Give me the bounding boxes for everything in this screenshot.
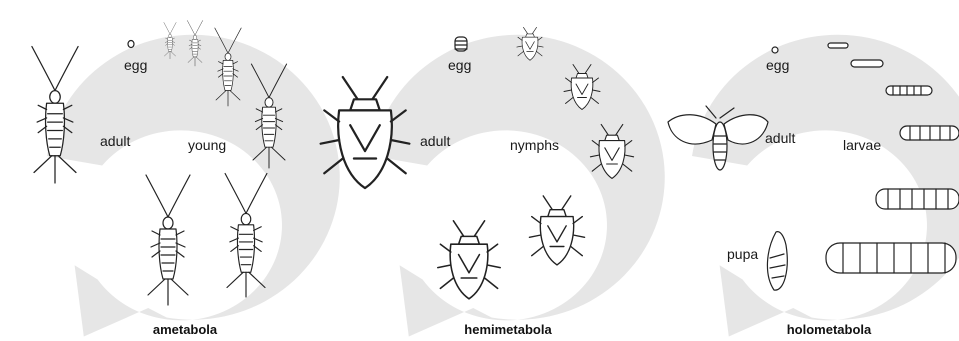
panel-caption: hemimetabola — [464, 322, 552, 337]
larva-6 — [826, 243, 956, 273]
larva-3 — [886, 86, 932, 95]
nymphs-label: nymphs — [510, 137, 559, 153]
egg-label: egg — [124, 57, 147, 73]
egg-illustration — [455, 37, 467, 51]
larva-4 — [900, 126, 959, 140]
nymph-5 — [438, 221, 500, 299]
young-silverfish-5 — [225, 174, 267, 298]
egg-illustration — [772, 47, 778, 53]
pupa-label: pupa — [727, 246, 758, 262]
larva-5 — [876, 189, 959, 209]
adult-label: adult — [765, 130, 795, 146]
young-label: young — [188, 137, 226, 153]
cycle-arrow — [47, 35, 340, 337]
larvae-label: larvae — [843, 137, 881, 153]
pupa-illustration — [767, 232, 787, 291]
egg-label: egg — [448, 57, 471, 73]
egg-label: egg — [766, 57, 789, 73]
adult-label: adult — [100, 133, 130, 149]
larva-2 — [851, 60, 883, 67]
nymph-4 — [529, 196, 584, 265]
panel-hemimetabola: egg adult nymphs hemimetabola — [321, 27, 665, 337]
egg-illustration — [128, 41, 134, 48]
panel-caption: holometabola — [787, 322, 872, 337]
adult-label: adult — [420, 133, 450, 149]
panel-caption: ametabola — [153, 322, 218, 337]
panel-holometabola: egg adult larvae pupa holometabola — [668, 35, 959, 337]
young-silverfish-6 — [146, 175, 190, 305]
panel-ametabola: egg adult young ametabola — [32, 20, 340, 337]
cycle-arrow — [372, 35, 665, 337]
larva-1 — [828, 43, 848, 48]
cycle-arrow — [692, 35, 959, 337]
